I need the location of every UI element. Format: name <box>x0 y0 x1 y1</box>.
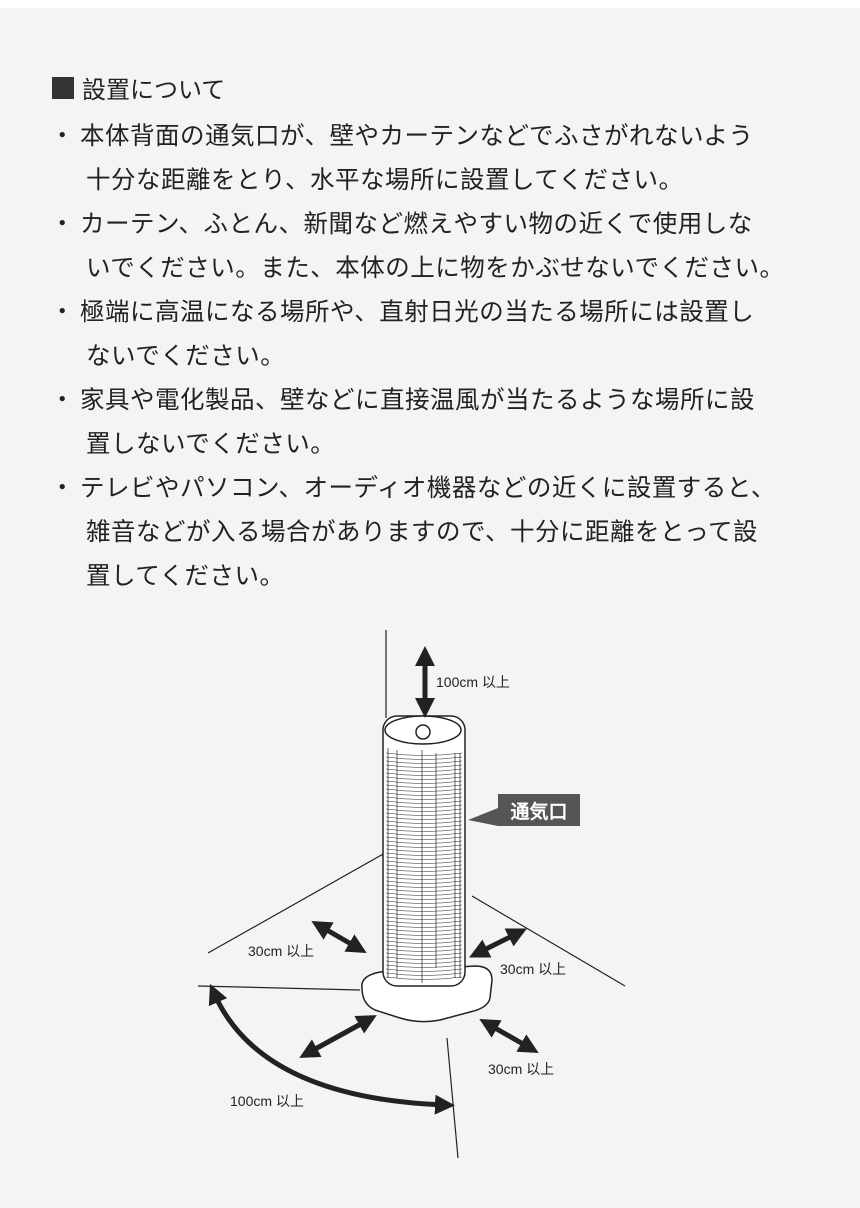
bullet-icon: ・ <box>50 209 75 238</box>
grille-line <box>385 900 463 904</box>
note-line: 本体背面の通気口が、壁やカーテンなどでふさがれないよう <box>80 121 754 150</box>
note-line: 十分な距離をとり、水平な場所に設置してください。 <box>86 165 684 194</box>
grille-line <box>385 844 463 848</box>
heater-illustration <box>361 715 493 1023</box>
grille-line <box>385 944 463 948</box>
grille-line <box>385 960 463 964</box>
grille-line <box>385 928 463 932</box>
grille-line <box>385 940 463 944</box>
grille-line <box>385 912 463 916</box>
grille-line <box>385 760 463 764</box>
grille-line <box>385 812 463 816</box>
grille-line <box>385 764 463 768</box>
grille-line <box>385 756 463 760</box>
grille-line <box>385 816 463 820</box>
note-line: いでください。また、本体の上に物をかぶせないでください。 <box>86 253 785 282</box>
grille-line <box>385 820 463 824</box>
note-line: 家具や電化製品、壁などに直接温風が当たるような場所に設 <box>80 385 755 414</box>
grille-line <box>385 848 463 852</box>
arc-clearance-arrow <box>208 983 455 1115</box>
grille-line <box>385 752 463 756</box>
note-line: テレビやパソコン、オーディオ機器などの近くに設置すると、 <box>80 473 776 502</box>
left-clearance-label: 30cm 以上 <box>248 943 314 959</box>
grille-line <box>385 888 463 892</box>
grille-line <box>385 852 463 856</box>
grille-line <box>385 792 463 796</box>
grille-line <box>385 800 463 804</box>
square-bullet-icon <box>52 76 74 99</box>
grille-line <box>385 864 463 868</box>
vent-label: 通気口 <box>510 800 567 823</box>
grille-line <box>385 972 463 976</box>
grille-line <box>385 924 463 928</box>
grille-line <box>385 948 463 952</box>
grille-line <box>385 856 463 860</box>
grille-line <box>385 952 463 956</box>
grille-line <box>385 784 463 788</box>
grille-line <box>385 896 463 900</box>
grille-line <box>385 908 463 912</box>
grille-line <box>385 892 463 896</box>
grille-line <box>385 956 463 960</box>
grille-line <box>385 932 463 936</box>
grille-line <box>385 836 463 840</box>
grille-line <box>385 876 463 880</box>
bullet-icon: ・ <box>50 121 75 150</box>
left-clearance-arrow <box>311 920 367 954</box>
grille-line <box>385 920 463 924</box>
note-line: 置してください。 <box>86 561 285 590</box>
grille-line <box>385 916 463 920</box>
note-item: ・家具や電化製品、壁などに直接温風が当たるような場所に設置しないでください。 <box>50 378 830 466</box>
grille-line <box>385 796 463 800</box>
front-left-arrow <box>299 1015 377 1058</box>
top-clearance-label: 100cm 以上 <box>436 674 510 690</box>
notes-list: ・本体背面の通気口が、壁やカーテンなどでふさがれないよう十分な距離をとり、水平な… <box>50 114 830 598</box>
grille-line <box>385 872 463 876</box>
grille-line <box>385 768 463 772</box>
grille-line <box>385 884 463 888</box>
grille-line <box>385 968 463 972</box>
installation-diagram: 100cm 以上 30cm 以上 30cm 以上 30cm 以上 100cm 以… <box>197 630 626 1159</box>
grille-line <box>385 828 463 832</box>
note-line: カーテン、ふとん、新聞など燃えやすい物の近くで使用しな <box>80 209 753 238</box>
note-line: ないでください。 <box>86 341 286 370</box>
grille-line <box>385 868 463 872</box>
grille-line <box>385 776 463 780</box>
right-clearance-label: 30cm 以上 <box>500 961 566 977</box>
grille-line <box>385 840 463 844</box>
grille-line <box>385 804 463 808</box>
note-line: 置しないでください。 <box>86 429 336 458</box>
section-heading: 設置について <box>52 70 225 105</box>
grille-line <box>385 976 463 980</box>
bullet-icon: ・ <box>50 473 75 502</box>
vent-callout: 通気口 <box>468 794 580 826</box>
note-line: 極端に高温になる場所や、直射日光の当たる場所には設置し <box>80 297 755 326</box>
grille-line <box>385 964 463 968</box>
grille-line <box>385 780 463 784</box>
note-item: ・本体背面の通気口が、壁やカーテンなどでふさがれないよう十分な距離をとり、水平な… <box>50 114 830 202</box>
heading-text: 設置について <box>82 76 226 104</box>
grille-line <box>385 880 463 884</box>
grille-line <box>385 788 463 792</box>
grille-line <box>385 824 463 828</box>
grille-line <box>385 808 463 812</box>
bullet-icon: ・ <box>50 297 75 326</box>
note-line: 雑音などが入る場合がありますので、十分に距離をとって設 <box>86 517 759 546</box>
front-clearance-label: 30cm 以上 <box>488 1061 554 1077</box>
right-clearance-arrow <box>469 928 527 958</box>
note-item: ・テレビやパソコン、オーディオ機器などの近くに設置すると、雑音などが入る場合があ… <box>50 466 830 598</box>
grille-line <box>385 832 463 836</box>
bullet-icon: ・ <box>50 385 75 414</box>
arc-clearance-label: 100cm 以上 <box>230 1093 304 1109</box>
grille-line <box>385 772 463 776</box>
note-item: ・カーテン、ふとん、新聞など燃えやすい物の近くで使用しないでください。また、本体… <box>50 202 830 290</box>
grille-line <box>385 904 463 908</box>
note-item: ・極端に高温になる場所や、直射日光の当たる場所には設置しないでください。 <box>50 290 830 378</box>
front-clearance-arrow <box>479 1019 539 1053</box>
grille-line <box>385 936 463 940</box>
grille-line <box>385 860 463 864</box>
